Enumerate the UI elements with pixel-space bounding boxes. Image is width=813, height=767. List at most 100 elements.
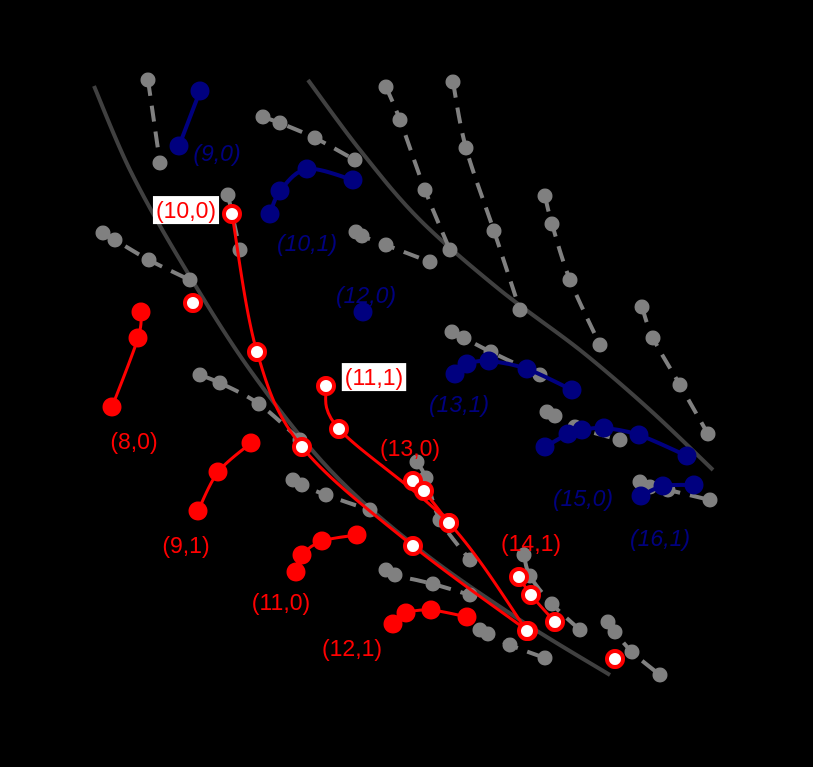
gray-marker xyxy=(192,367,208,383)
filled-marker xyxy=(190,81,210,101)
open-marker xyxy=(247,342,267,362)
filled-marker xyxy=(535,437,555,457)
gray-marker xyxy=(422,254,438,270)
gray-marker xyxy=(512,302,528,318)
gray-series-16 xyxy=(600,614,668,683)
gray-marker xyxy=(378,237,394,253)
gray-series-8 xyxy=(348,224,438,270)
open-marker xyxy=(183,293,203,313)
filled-marker xyxy=(353,302,373,322)
open-marker xyxy=(509,567,529,587)
gray-series-3 xyxy=(378,79,458,258)
gray-marker xyxy=(140,72,156,88)
gray-marker xyxy=(458,140,474,156)
filled-marker xyxy=(629,425,649,445)
series--13-1- xyxy=(445,351,582,400)
filled-marker xyxy=(169,136,189,156)
reference-curves xyxy=(92,78,715,677)
filled-marker xyxy=(445,364,465,384)
gray-marker xyxy=(95,225,111,241)
series-label: (14,1) xyxy=(501,530,561,556)
filled-marker xyxy=(421,600,441,620)
gray-marker xyxy=(547,408,563,424)
filled-marker xyxy=(188,501,208,521)
gray-marker xyxy=(220,187,236,203)
series-line xyxy=(268,166,354,215)
filled-marker xyxy=(297,159,317,179)
series--9-0- xyxy=(169,81,210,156)
gray-marker xyxy=(544,596,560,612)
filled-marker xyxy=(241,433,261,453)
gray-dashed-line xyxy=(522,554,582,632)
gray-dashed-line xyxy=(451,81,522,311)
series--10-1- xyxy=(260,159,363,224)
gray-dashed-line xyxy=(384,86,452,251)
gray-marker xyxy=(645,330,661,346)
filled-marker xyxy=(343,170,363,190)
filled-marker xyxy=(260,204,280,224)
gray-marker xyxy=(444,324,460,340)
open-marker xyxy=(316,376,336,396)
gray-series-0 xyxy=(140,72,168,171)
gray-marker xyxy=(592,337,608,353)
gray-marker xyxy=(255,109,271,125)
gray-marker xyxy=(516,547,532,563)
open-marker xyxy=(439,513,459,533)
gray-marker xyxy=(354,228,370,244)
gray-marker xyxy=(152,155,168,171)
gray-marker xyxy=(387,567,403,583)
series-label: (13,1) xyxy=(429,391,489,417)
filled-marker xyxy=(128,328,148,348)
open-marker xyxy=(403,536,423,556)
filled-marker xyxy=(131,302,151,322)
gray-marker xyxy=(294,477,310,493)
gray-marker xyxy=(486,223,502,239)
open-marker xyxy=(517,621,537,641)
left-curve xyxy=(92,85,612,677)
gray-series-14 xyxy=(378,562,478,603)
gray-marker xyxy=(572,622,588,638)
filled-marker xyxy=(383,614,403,634)
filled-marker xyxy=(286,562,306,582)
gray-dashed-line xyxy=(199,373,302,442)
open-marker xyxy=(545,612,565,632)
filled-marker xyxy=(684,475,704,495)
right-curve xyxy=(306,78,715,472)
open-marker xyxy=(329,419,349,439)
gray-marker xyxy=(141,252,157,268)
series-label: (12,0) xyxy=(336,282,396,308)
open-marker xyxy=(414,481,434,501)
series-label: (12,1) xyxy=(322,635,382,661)
series-label: (13,0) xyxy=(380,435,440,461)
gray-series-7 xyxy=(95,225,198,288)
open-marker xyxy=(605,649,625,669)
filled-marker xyxy=(677,446,697,466)
gray-series-11 xyxy=(444,324,548,383)
series--9-1- xyxy=(188,433,261,521)
gray-marker xyxy=(702,492,718,508)
filled-marker xyxy=(558,424,578,444)
filled-marker xyxy=(631,486,651,506)
gray-series-4 xyxy=(445,74,528,318)
gray-marker xyxy=(107,232,123,248)
filled-marker xyxy=(653,476,673,496)
gray-marker xyxy=(318,487,334,503)
labeled-series xyxy=(102,81,704,669)
gray-marker xyxy=(544,216,560,232)
series-label: (15,0) xyxy=(553,485,613,511)
filled-marker xyxy=(102,397,122,417)
gray-dashed-line xyxy=(640,306,710,435)
gray-series-15 xyxy=(472,622,553,666)
gray-marker xyxy=(347,152,363,168)
gray-marker xyxy=(182,272,198,288)
gray-marker xyxy=(537,650,553,666)
filled-marker xyxy=(208,462,228,482)
series-label: (8,0) xyxy=(110,428,157,454)
series-label: (9,1) xyxy=(162,532,209,558)
series--10-0-extra xyxy=(183,293,625,669)
gray-marker xyxy=(307,130,323,146)
gray-series-18 xyxy=(516,547,588,638)
series-label: (16,1) xyxy=(630,525,690,551)
filled-marker xyxy=(292,545,312,565)
